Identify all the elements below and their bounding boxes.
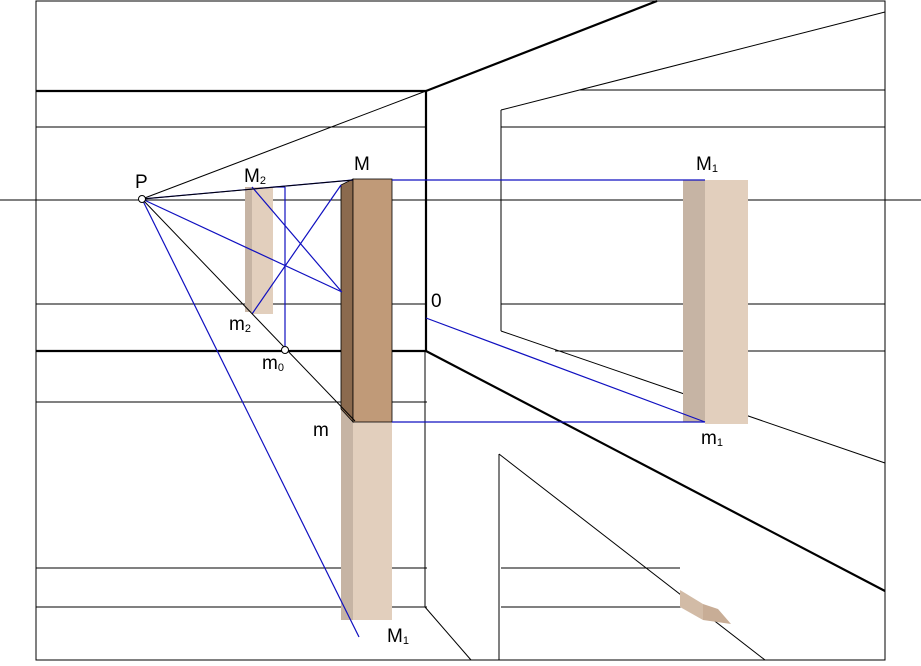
floor-edge [425, 350, 886, 592]
lower-right-frame [498, 453, 766, 661]
label-p: P [135, 172, 148, 193]
floor-reflection [680, 590, 731, 624]
label-m2-upper: M2 [244, 166, 266, 187]
reflection-right-prism [683, 180, 748, 424]
point-m0 [281, 346, 289, 354]
label-m1: m1 [701, 428, 723, 449]
construction-lines [141, 179, 706, 638]
label-m0: m0 [262, 353, 284, 374]
lower-floor-line [424, 606, 472, 661]
reflection-m2-prism [245, 187, 273, 314]
reflection-bottom-prism [341, 409, 392, 620]
label-m: m [313, 420, 329, 441]
label-m1-right: M1 [696, 154, 718, 175]
outer-frame [35, 0, 886, 661]
label-m2-lower: m2 [229, 314, 251, 335]
ceiling-edge [425, 0, 658, 93]
main-prism [340, 178, 393, 424]
label-m: M [354, 154, 370, 175]
label-zero: 0 [431, 291, 442, 312]
point-p [138, 195, 146, 203]
label-m1-bottom: M1 [387, 626, 409, 647]
perspective-lines [141, 90, 427, 422]
